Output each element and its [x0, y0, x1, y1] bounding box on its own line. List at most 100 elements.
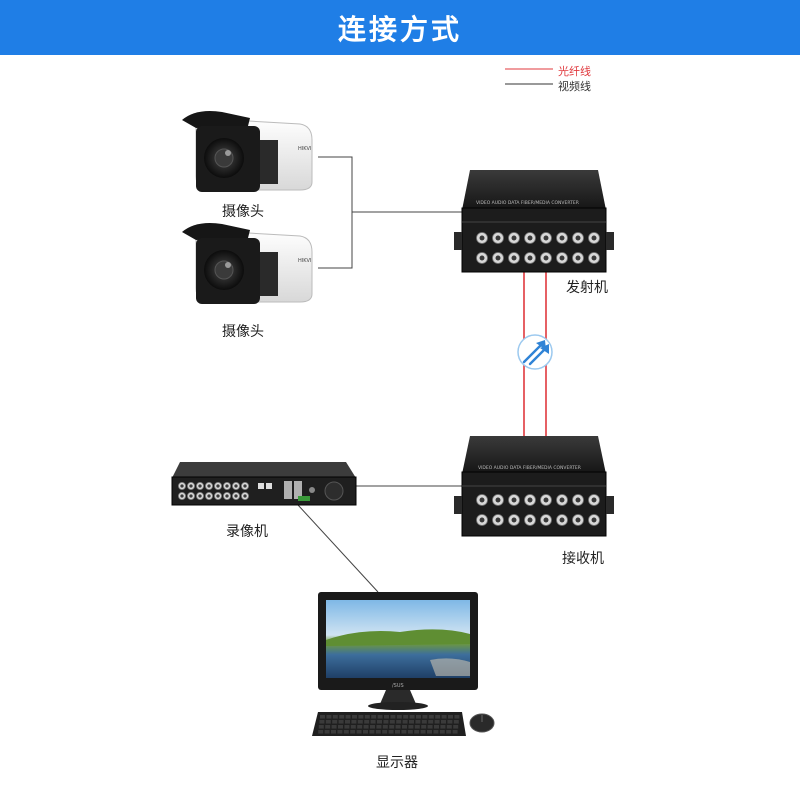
keyboard-key: [428, 720, 434, 724]
keyboard-key: [332, 720, 338, 724]
camera-2-icon: HIKVI: [182, 223, 313, 304]
fiber-signal-icon: [517, 334, 553, 370]
camera-video-cables: [318, 156, 462, 269]
recorder-label: 录像机: [226, 524, 268, 540]
monitor-label: 显示器: [376, 755, 418, 771]
bnc-port-pin: [543, 235, 549, 241]
keyboard-key: [370, 720, 376, 724]
keyboard-key: [415, 720, 421, 724]
bnc-port-pin: [559, 255, 565, 261]
keyboard-key: [408, 725, 414, 729]
keyboard-key: [390, 715, 396, 719]
svg-text:VIDEO AUDIO DATA FIBER/MEDIA C: VIDEO AUDIO DATA FIBER/MEDIA CONVERTER: [478, 465, 581, 471]
keyboard-key: [357, 720, 363, 724]
keyboard-key: [338, 720, 344, 724]
keyboard-key: [389, 720, 395, 724]
keyboard-key: [434, 720, 440, 724]
bnc-port-pin: [180, 494, 184, 498]
bnc-port-pin: [207, 494, 211, 498]
bnc-port-pin: [511, 235, 517, 241]
keyboard-key: [448, 715, 453, 719]
transmitter-device-icon: VIDEO AUDIO DATA FIBER/MEDIA CONVERTER: [454, 170, 614, 273]
bnc-port-pin: [479, 517, 485, 523]
keyboard-icon: [312, 712, 466, 736]
bnc-port-pin: [479, 235, 485, 241]
keyboard-key: [364, 720, 370, 724]
keyboard-key: [414, 725, 420, 729]
page-title: 连接方式: [337, 12, 462, 46]
keyboard-key: [345, 715, 351, 719]
keyboard-key: [350, 725, 356, 729]
bnc-port-pin: [527, 235, 533, 241]
bnc-port-pin: [234, 484, 238, 488]
bnc-port-pin: [591, 235, 597, 241]
bnc-port-pin: [243, 484, 247, 488]
keyboard-key: [452, 730, 458, 734]
keyboard-key: [389, 725, 395, 729]
keyboard-key: [416, 715, 421, 719]
keyboard-key: [364, 715, 370, 719]
keyboard-key: [344, 725, 350, 729]
bnc-port-pin: [198, 494, 202, 498]
keyboard-key: [422, 715, 428, 719]
keyboard-key: [402, 725, 407, 729]
keyboard-key: [382, 730, 388, 734]
keyboard-key: [453, 725, 459, 729]
bnc-port-pin: [216, 494, 220, 498]
keyboard-key: [453, 720, 459, 724]
keyboard-key: [370, 725, 375, 729]
bnc-port-pin: [559, 497, 565, 503]
bnc-port-pin: [511, 497, 517, 503]
keyboard-key: [414, 730, 420, 734]
keyboard-key: [454, 715, 460, 719]
bnc-port-pin: [189, 484, 193, 488]
keyboard-key: [421, 720, 427, 724]
bnc-port-pin: [495, 255, 501, 261]
keyboard-key: [401, 730, 407, 734]
keyboard-key: [325, 720, 331, 724]
keyboard-key: [369, 730, 375, 734]
keyboard-key: [377, 720, 382, 724]
keyboard-key: [407, 730, 413, 734]
keyboard-key: [396, 715, 402, 719]
camera-1-label: 摄像头: [222, 204, 264, 220]
bnc-port-pin: [575, 255, 581, 261]
keyboard-key: [441, 720, 446, 724]
keyboard-key: [395, 730, 400, 734]
keyboard-key: [403, 715, 409, 719]
title-banner: 连接方式: [0, 0, 800, 55]
keyboard-key: [440, 725, 446, 729]
bnc-port-pin: [527, 255, 533, 261]
keyboard-key: [435, 715, 441, 719]
keyboard-key: [356, 730, 362, 734]
bnc-port-pin: [511, 517, 517, 523]
bnc-port-pin: [234, 494, 238, 498]
bnc-port-pin: [559, 517, 565, 523]
keyboard-key: [337, 730, 343, 734]
keyboard-key: [427, 730, 432, 734]
keyboard-key: [382, 725, 388, 729]
keyboard-key: [439, 730, 445, 734]
keyboard-key: [326, 715, 332, 719]
keyboard-key: [428, 715, 434, 719]
keyboard-key: [420, 730, 426, 734]
bnc-port-pin: [575, 497, 581, 503]
keyboard-key: [377, 715, 383, 719]
keyboard-key: [427, 725, 433, 729]
keyboard-key: [402, 720, 408, 724]
keyboard-key: [375, 730, 381, 734]
bnc-port-pin: [575, 235, 581, 241]
svg-text:VIDEO AUDIO DATA FIBER/MEDIA C: VIDEO AUDIO DATA FIBER/MEDIA CONVERTER: [476, 200, 579, 206]
bnc-port-pin: [479, 255, 485, 261]
bnc-port-pin: [189, 494, 193, 498]
keyboard-key: [363, 730, 368, 734]
bnc-port-pin: [575, 517, 581, 523]
bnc-port-pin: [527, 497, 533, 503]
keyboard-key: [384, 715, 389, 719]
svg-text:HIKVI: HIKVI: [298, 258, 311, 264]
bnc-port-pin: [543, 255, 549, 261]
camera-1-icon: HIKVI: [182, 111, 313, 192]
bnc-port-pin: [198, 484, 202, 488]
keyboard-key: [351, 720, 357, 724]
